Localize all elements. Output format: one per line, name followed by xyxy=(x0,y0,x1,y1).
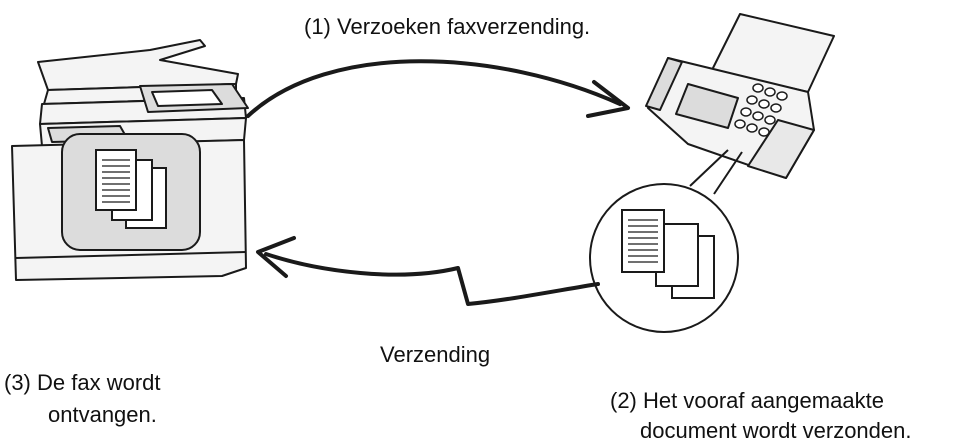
step2-label-line1: (2) Het vooraf aangemaakte xyxy=(610,388,884,413)
documents-fax-icon xyxy=(621,209,715,299)
documents-printer-icon xyxy=(95,149,167,229)
fax-keypad-icon xyxy=(734,83,788,137)
step1-label: (1) Verzoeken faxverzending. xyxy=(304,14,591,39)
callout-lines xyxy=(689,149,743,195)
step2-label-line2: document wordt verzonden. xyxy=(640,418,912,443)
request-arrow xyxy=(246,59,630,118)
transmission-label: Verzending xyxy=(380,342,491,367)
step3-label-line1: (3) De fax wordt xyxy=(4,370,161,395)
step3-label-line2: ontvangen. xyxy=(48,402,157,427)
document-magnifier xyxy=(589,183,739,333)
transmission-arrow xyxy=(256,236,600,306)
fax-polling-diagram xyxy=(11,13,835,333)
